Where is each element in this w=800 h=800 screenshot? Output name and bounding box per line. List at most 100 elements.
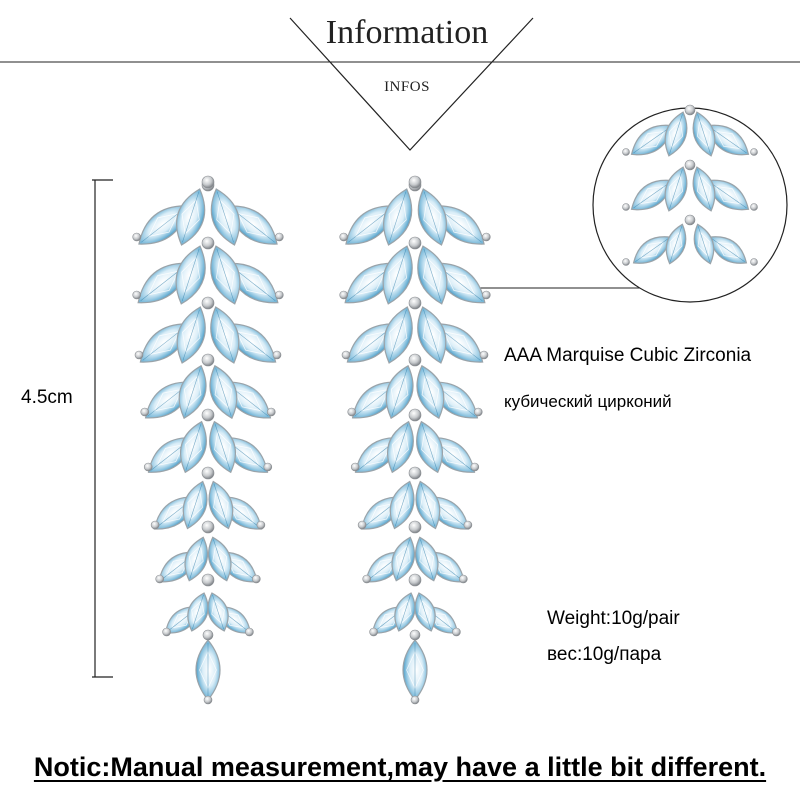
prong <box>272 350 282 360</box>
prong <box>245 627 254 637</box>
marquise-stone <box>708 236 748 264</box>
marquise-stone <box>664 111 688 157</box>
prong <box>408 296 422 310</box>
weight-label-ru: вес:10g/пара <box>547 644 662 665</box>
marquise-stone <box>402 639 428 701</box>
prong <box>408 408 422 422</box>
weight-label-en: Weight:10g/pair <box>547 608 680 629</box>
prong <box>203 695 213 705</box>
prong <box>150 520 160 530</box>
prong <box>369 627 378 637</box>
prong <box>339 232 349 242</box>
prong <box>266 407 276 417</box>
marquise-stone <box>187 592 209 632</box>
prong <box>201 236 215 250</box>
prong <box>140 407 150 417</box>
prong <box>201 466 215 480</box>
prong <box>409 629 421 641</box>
prong <box>452 627 461 637</box>
marquise-stone <box>382 245 413 305</box>
prong <box>684 214 696 226</box>
prong <box>479 350 489 360</box>
marquise-stone <box>182 480 208 530</box>
prong <box>622 203 630 211</box>
prong <box>622 258 630 266</box>
zoom-circle <box>592 107 788 303</box>
prong <box>201 353 215 367</box>
prong <box>263 462 273 472</box>
marquise-stone <box>391 536 415 582</box>
page-title: Information <box>325 14 489 51</box>
earring-left <box>132 175 284 705</box>
prong <box>463 520 473 530</box>
prong <box>750 148 758 156</box>
header-frame <box>0 17 800 151</box>
prong <box>155 574 164 584</box>
marquise-stone <box>692 166 716 212</box>
prong <box>201 520 215 534</box>
prong <box>256 520 266 530</box>
prong <box>134 350 144 360</box>
marquise-stone <box>386 420 414 474</box>
zoom-detail <box>622 104 758 266</box>
prong <box>132 232 141 242</box>
marquise-stone <box>210 188 240 246</box>
prong <box>473 407 483 417</box>
marquise-stone <box>210 306 240 364</box>
marquise-stone <box>417 245 448 305</box>
marquise-stone <box>415 536 439 582</box>
prong <box>408 353 422 367</box>
measurement-notice: Notic:Manual measurement,may have a litt… <box>33 752 767 782</box>
prong <box>362 574 372 584</box>
prong <box>481 290 491 300</box>
material-label-en: AAA Marquise Cubic Zirconia <box>504 345 752 366</box>
prong <box>470 462 480 472</box>
prong <box>162 627 171 637</box>
prong <box>408 466 422 480</box>
prong <box>132 290 141 300</box>
prong <box>201 296 215 310</box>
marquise-stone <box>417 188 447 246</box>
prong <box>684 159 696 171</box>
prong <box>274 232 284 242</box>
marquise-stone <box>175 245 206 305</box>
marquise-stone <box>416 420 444 474</box>
marquise-stone <box>210 245 241 305</box>
prong <box>339 290 349 300</box>
marquise-stone <box>417 306 447 364</box>
marquise-stone <box>383 306 413 364</box>
prong <box>201 175 215 189</box>
marquise-stone <box>176 306 206 364</box>
prong <box>750 203 758 211</box>
marquise-stone <box>208 536 232 582</box>
dimension-bracket <box>92 179 113 678</box>
marquise-stone <box>209 420 237 474</box>
prong <box>341 350 351 360</box>
prong <box>622 148 630 156</box>
marquise-stone <box>178 364 207 420</box>
marquise-stone <box>665 223 687 265</box>
prong <box>202 629 214 641</box>
prong <box>408 175 422 189</box>
marquise-stone <box>385 364 414 420</box>
marquise-stone <box>394 592 416 632</box>
material-label-ru: кубический цирконий <box>504 392 672 411</box>
prong <box>458 574 468 584</box>
prong <box>274 290 284 300</box>
prong <box>410 695 420 705</box>
marquise-stone <box>208 480 234 530</box>
marquise-stone <box>692 111 716 157</box>
prong <box>750 258 758 266</box>
marquise-stone <box>383 188 413 246</box>
prong <box>481 232 491 242</box>
prong <box>408 236 422 250</box>
prong <box>684 104 696 116</box>
marquise-stone <box>414 592 436 632</box>
length-label: 4.5cm <box>21 387 73 408</box>
marquise-stone <box>195 639 221 701</box>
marquise-stone <box>415 480 441 530</box>
page-subtitle: INFOS <box>384 79 430 95</box>
prong <box>201 408 215 422</box>
marquise-stone <box>416 364 445 420</box>
